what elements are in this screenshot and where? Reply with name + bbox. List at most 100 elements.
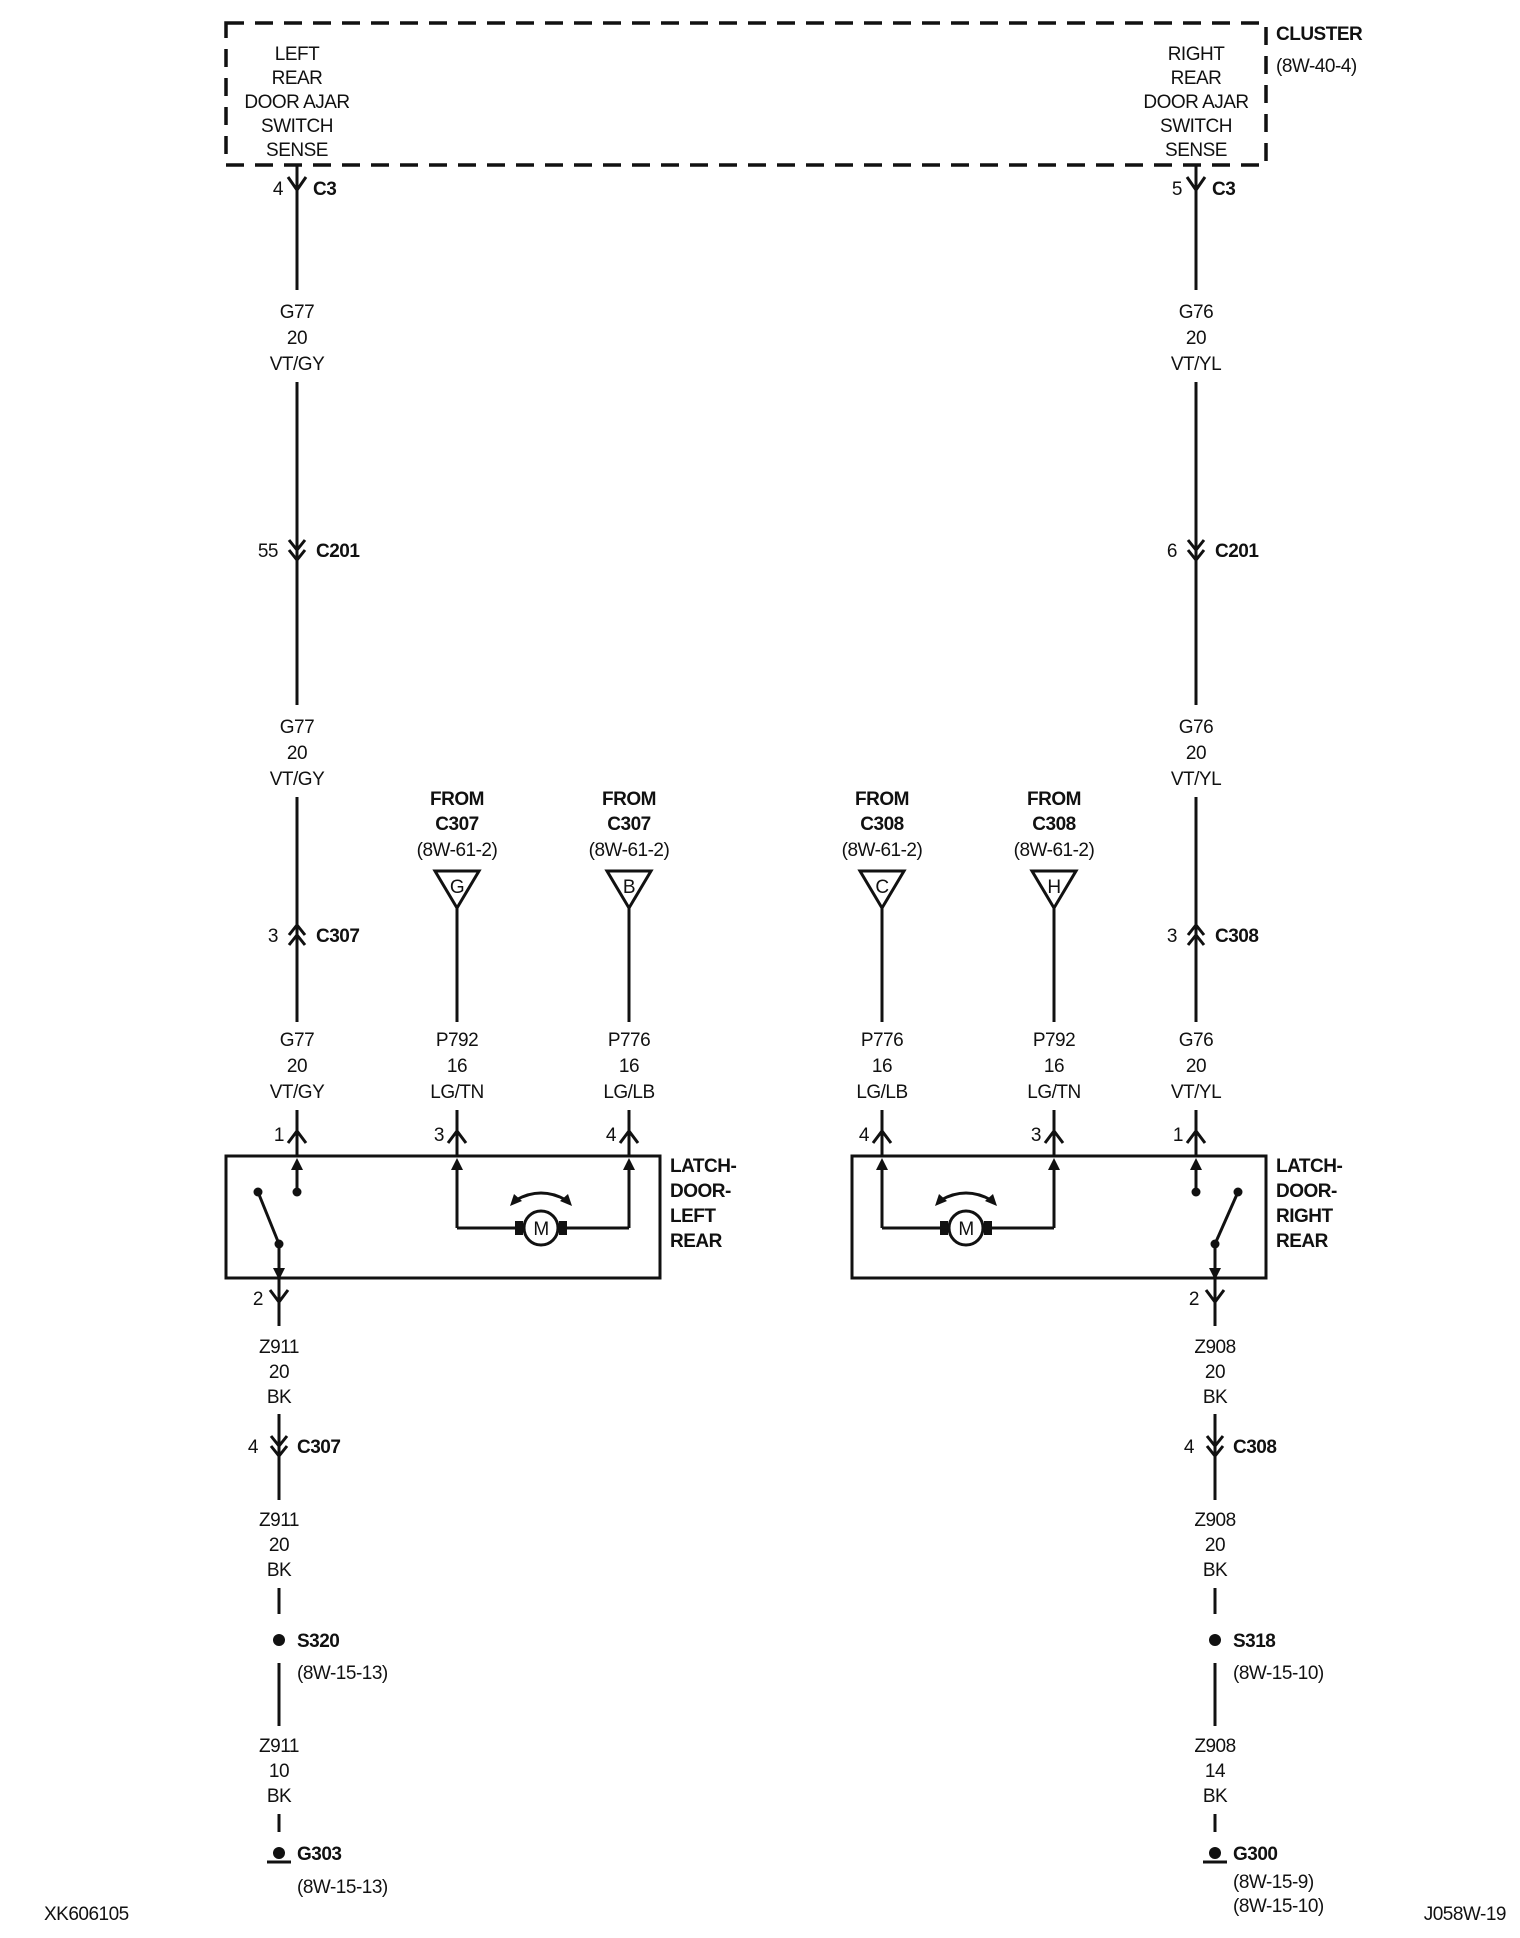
latch-pin: 3 [434, 1125, 444, 1146]
from-ref: (8W-61-2) [842, 840, 923, 861]
from-letter: B [623, 877, 635, 898]
wire-label-z908-14: Z908 14 BK [1194, 1736, 1236, 1807]
left-sense-line: SWITCH [261, 116, 333, 137]
wire-color: BK [267, 1786, 292, 1807]
latch-label: LATCH- DOOR- RIGHT REAR [1276, 1156, 1343, 1252]
inline-connector-symbol [1186, 922, 1206, 946]
wire-color: LG/TN [430, 1082, 483, 1103]
c3-right-name: C3 [1212, 179, 1235, 200]
door-ajar-switch [253, 1158, 303, 1280]
figure-code-left: XK606105 [44, 1904, 129, 1925]
splice-name: S320 [297, 1631, 339, 1652]
wire-label-g77: G77 20 VT/GY [270, 717, 326, 790]
latch-pin: 3 [1031, 1125, 1041, 1146]
rotation-arrow-icon [510, 1194, 522, 1206]
wire-color: VT/YL [1171, 1082, 1221, 1103]
wire-gauge: 20 [1205, 1535, 1225, 1556]
wire-gauge: 20 [287, 1056, 307, 1077]
wire-id: Z911 [259, 1736, 299, 1757]
wire-color: LG/LB [603, 1082, 654, 1103]
c307-left-name: C307 [316, 926, 359, 947]
switch-contact [1191, 1187, 1201, 1197]
left-ground-circuit: Z911 20 BK 4 C307 Z911 20 BK S320 (8W-15… [248, 1337, 388, 1898]
door-ajar-switch [1190, 1158, 1243, 1280]
arrow-up-icon [451, 1158, 463, 1170]
rotation-arc [940, 1191, 992, 1202]
arrow-up-icon [1190, 1158, 1202, 1170]
latch-label-line: REAR [670, 1231, 723, 1252]
latch-pin: 2 [253, 1289, 263, 1310]
motor-letter: M [533, 1219, 548, 1240]
from-source-b: FROM C307 (8W-61-2) B [589, 789, 670, 1022]
cluster-name: CLUSTER [1276, 24, 1363, 45]
left-sense-line: REAR [272, 68, 323, 89]
from-word: FROM [1027, 789, 1081, 810]
connector-symbol [446, 1128, 468, 1144]
latch-pin: 1 [274, 1125, 284, 1146]
wire-id: G76 [1179, 1030, 1213, 1051]
latch-label-line: LATCH- [670, 1156, 736, 1177]
latch-pin: 4 [606, 1125, 617, 1146]
inline-connector-symbol [269, 1435, 289, 1459]
latch-label-line: DOOR- [670, 1181, 731, 1202]
splice-dot [1209, 1634, 1221, 1646]
wire-label-z911: Z911 20 BK [259, 1337, 299, 1408]
wire-gauge: 20 [1205, 1362, 1225, 1383]
ground-ref: (8W-15-13) [297, 1877, 388, 1898]
c3-left-pin: 4 [273, 179, 284, 200]
wire-id: P792 [436, 1030, 478, 1051]
wire-id: Z908 [1194, 1510, 1235, 1531]
c3-right-pin: 5 [1172, 179, 1182, 200]
ground-dot [1209, 1847, 1221, 1859]
switch-blade [1213, 1191, 1240, 1245]
wire-label-z911-10: Z911 10 BK [259, 1736, 299, 1807]
lock-motor: M [451, 1158, 635, 1247]
from-letter: H [1047, 877, 1060, 898]
wire-id: Z911 [259, 1337, 299, 1358]
wire-gauge: 16 [447, 1056, 467, 1077]
arrow-up-icon [291, 1158, 303, 1170]
wire-color: VT/YL [1171, 769, 1221, 790]
wire-gauge: 20 [287, 743, 307, 764]
c308-right-name: C308 [1215, 926, 1258, 947]
connector-symbol [1185, 1128, 1207, 1144]
wire-label-g77: G77 20 VT/GY [270, 1030, 326, 1103]
wire-id: P776 [608, 1030, 650, 1051]
wire-label-p776-left: P776 16 LG/LB [603, 1030, 655, 1103]
wire-gauge: 20 [287, 328, 307, 349]
arrow-up-icon [876, 1158, 888, 1170]
c201-left-name: C201 [316, 541, 360, 562]
wire-color: VT/YL [1171, 354, 1221, 375]
splice-name: S318 [1233, 1631, 1275, 1652]
wire-gauge: 20 [1186, 1056, 1206, 1077]
wire-gauge: 16 [1044, 1056, 1064, 1077]
cluster-module: CLUSTER (8W-40-4) LEFT REAR DOOR AJAR SW… [224, 21, 1364, 167]
arrow-down-icon [273, 1268, 285, 1280]
wire-id: G77 [280, 302, 314, 323]
wire-id: Z908 [1194, 1736, 1235, 1757]
wire-gauge: 14 [1205, 1761, 1226, 1782]
splice-ref: (8W-15-13) [297, 1663, 388, 1684]
from-connector: C308 [1032, 814, 1075, 835]
wire-id: G76 [1179, 717, 1213, 738]
left-sense-label: LEFT REAR DOOR AJAR SWITCH SENSE [244, 44, 350, 161]
latch-pin: 1 [1173, 1125, 1183, 1146]
c308-ground-pin: 4 [1184, 1437, 1195, 1458]
motor-letter: M [958, 1219, 973, 1240]
right-sense-label: RIGHT REAR DOOR AJAR SWITCH SENSE [1143, 44, 1249, 161]
ground-ref: (8W-15-9) [1233, 1872, 1314, 1893]
left-sense-line: DOOR AJAR [244, 92, 349, 113]
wire-label-z908: Z908 20 BK [1194, 1510, 1236, 1581]
arrow-down-icon [1209, 1268, 1221, 1280]
c307-left-pin: 3 [268, 926, 278, 947]
inline-connector-symbol [287, 922, 307, 946]
rotation-arrow-icon [935, 1194, 947, 1206]
wire-id: P792 [1033, 1030, 1075, 1051]
from-word: FROM [430, 789, 484, 810]
right-sense-line: RIGHT [1168, 44, 1226, 65]
c201-right-name: C201 [1215, 541, 1259, 562]
wire-label-z911: Z911 20 BK [259, 1510, 299, 1581]
left-g77-circuit: 4 C3 G77 20 VT/GY 55 C201 G77 20 VT/GY 3… [258, 165, 361, 1156]
wire-gauge: 20 [1186, 743, 1206, 764]
